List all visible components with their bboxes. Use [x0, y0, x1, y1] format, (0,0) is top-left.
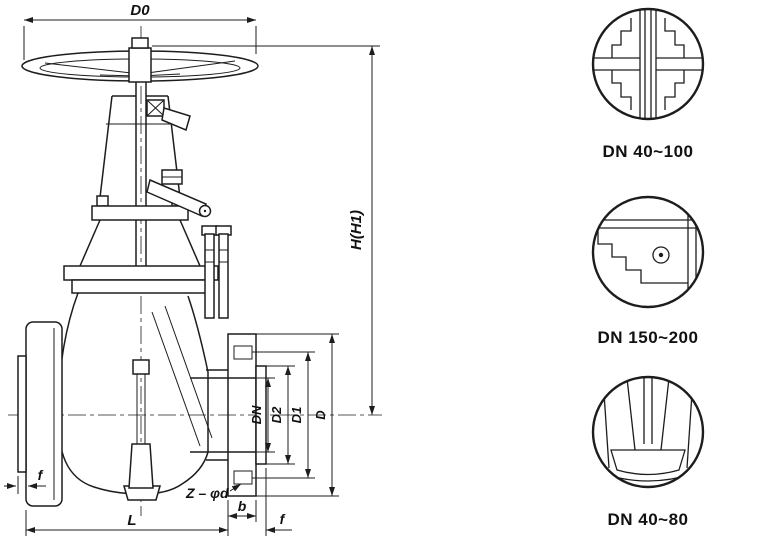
dim-label-f-right: f: [280, 511, 286, 527]
dim-label-d0: D0: [130, 2, 150, 19]
yoke-bolt-left: [96, 195, 109, 207]
detail-view-dn40-80: DN 40~80: [591, 375, 705, 529]
bolt-hole-top: [233, 345, 253, 360]
dimension-d: D: [256, 333, 339, 497]
dim-label-l: L: [127, 512, 136, 529]
dimension-b: b: [228, 498, 257, 522]
bolt-hole-bottom: [233, 470, 253, 485]
dim-label-f-left: f: [38, 467, 44, 483]
handwheel-hub: [128, 47, 152, 83]
dim-label-z-phid: Z – φd: [185, 485, 229, 501]
gate-wedge: [128, 443, 154, 489]
yoke: [79, 95, 212, 267]
detail-view-dn150-200: DN 150~200: [591, 195, 705, 347]
yoke-bracket: [161, 107, 191, 132]
dim-label-b: b: [238, 498, 247, 514]
detail-label-dn40-80: DN 40~80: [607, 510, 688, 529]
dimension-f-left: f: [4, 467, 46, 494]
dimension-h: H(H1): [152, 45, 380, 415]
detail-view-dn40-100: DN 40~100: [591, 7, 705, 161]
dim-label-h: H(H1): [348, 210, 365, 250]
dimension-d1: D1: [252, 351, 315, 479]
valve-body: [57, 292, 266, 501]
dimension-d2: D2: [266, 365, 295, 465]
callout-z-phid: Z – φd: [185, 483, 242, 501]
dimension-f-right: f: [265, 468, 292, 536]
dim-label-d1: D1: [289, 407, 304, 424]
left-raised-face: [17, 355, 27, 473]
left-flange: [17, 321, 63, 507]
yoke-flange: [91, 205, 189, 221]
bonnet-flange: [63, 265, 219, 294]
gland-eyebolts: [201, 225, 232, 319]
dimension-d0: D0: [23, 2, 257, 60]
dim-label-d: D: [313, 410, 328, 420]
detail-label-dn40-100: DN 40~100: [603, 142, 694, 161]
handwheel: [21, 37, 259, 83]
detail-label-dn150-200: DN 150~200: [598, 328, 699, 347]
dimension-dn: DN: [249, 377, 275, 453]
dim-label-d2: D2: [269, 406, 284, 423]
stem-connector: [132, 359, 150, 375]
stem-nut: [131, 37, 149, 49]
dim-label-dn: DN: [249, 405, 264, 424]
stem: [135, 82, 165, 266]
